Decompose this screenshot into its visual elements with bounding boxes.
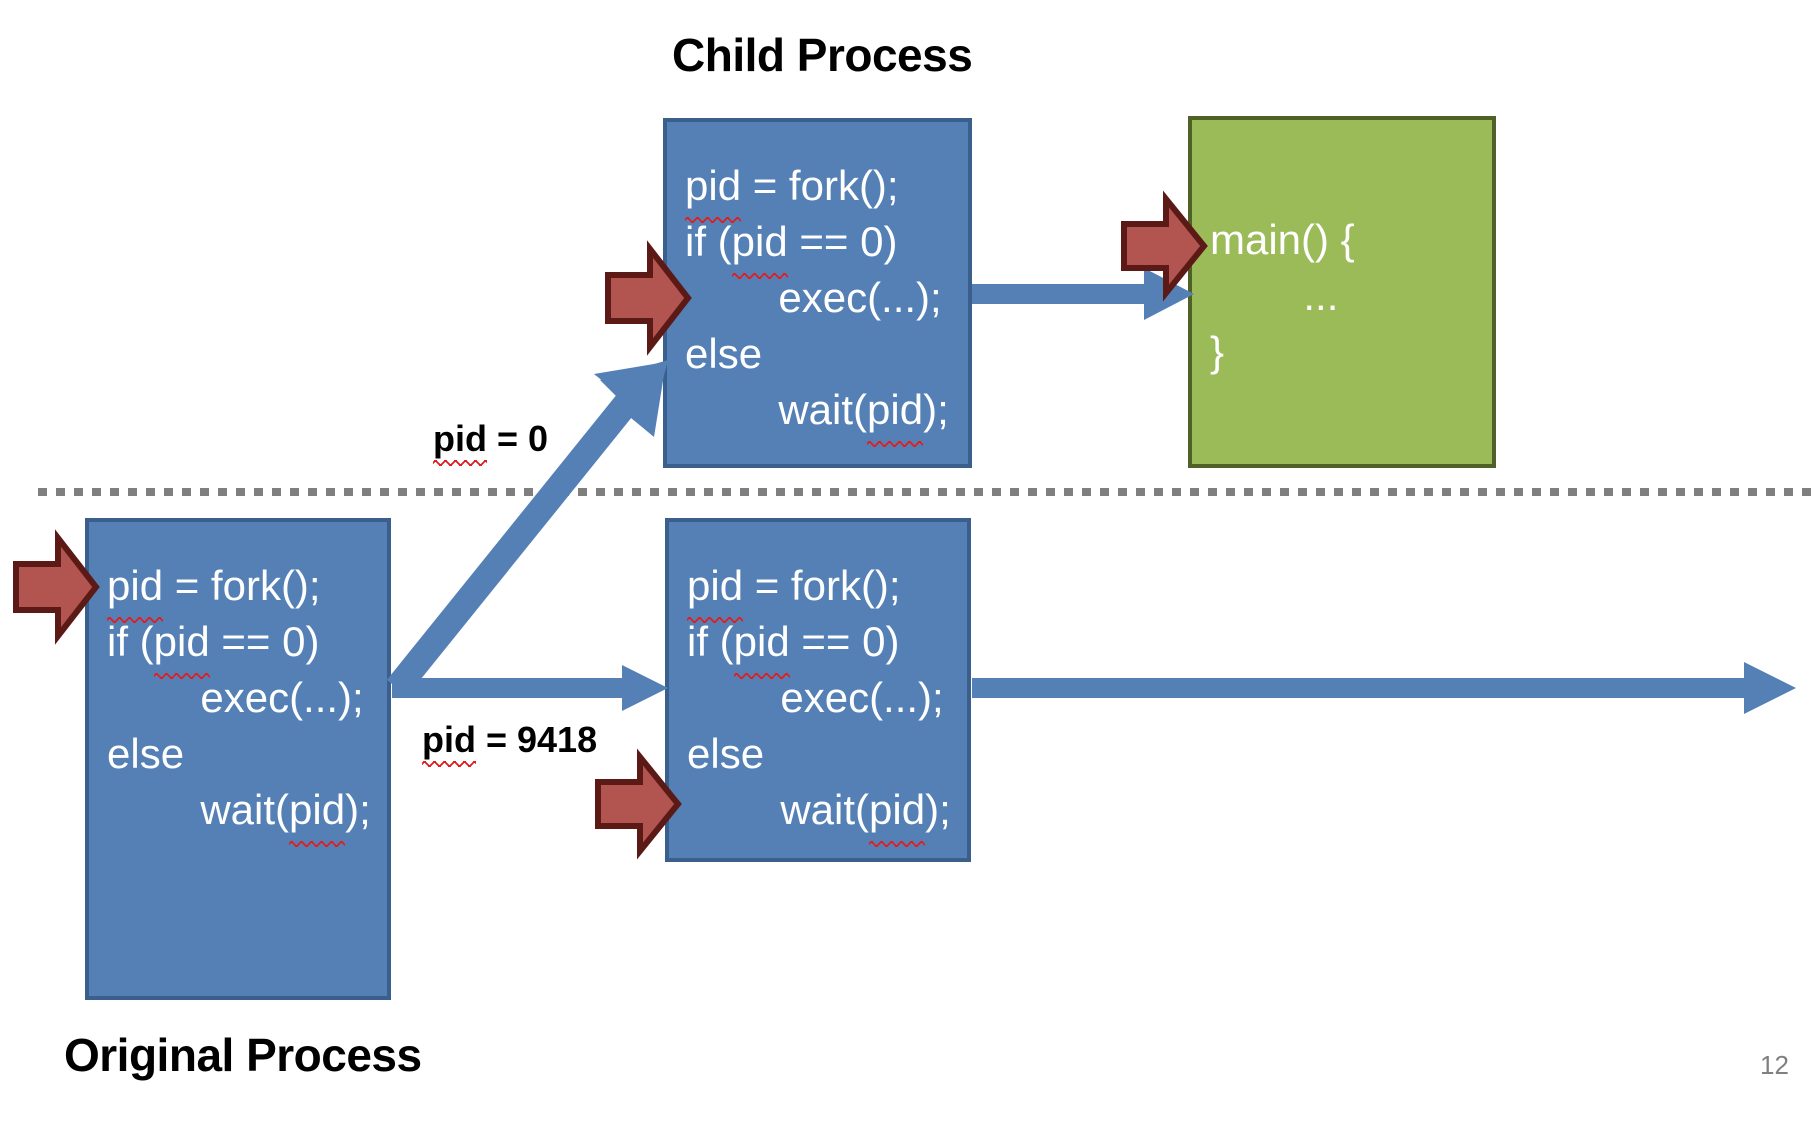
code-line: ... — [1210, 272, 1339, 319]
edge-label-pid-zero: pid = 0 — [433, 418, 549, 466]
code-line: } — [1210, 328, 1225, 375]
edge-label-pid-number: pid = 9418 — [422, 719, 598, 767]
spellcheck-word-pid: pid — [422, 719, 476, 767]
code-line: wait(pid); — [685, 382, 949, 447]
spellcheck-word-pid: pid — [685, 158, 742, 223]
code-line: exec(...); — [687, 674, 944, 721]
code-line: if (pid == 0) — [685, 214, 949, 279]
code-box-exec-program-lines: main() { ...} — [1210, 212, 1355, 380]
code-line: wait(pid); — [107, 782, 371, 847]
spellcheck-word-pid: pid — [869, 782, 926, 847]
spellcheck-word-pid: pid — [867, 382, 924, 447]
code-line: pid = fork(); — [107, 558, 371, 623]
code-line: if (pid == 0) — [687, 614, 951, 679]
code-line: pid = fork(); — [685, 158, 949, 223]
spellcheck-word-pid: pid — [687, 558, 744, 623]
code-line: pid = fork(); — [687, 558, 951, 623]
process-boundary-divider — [38, 488, 1812, 496]
instruction-pointer-parent-fork-icon — [13, 529, 100, 645]
edge-label-text: = 0 — [486, 418, 549, 459]
spellcheck-word-pid: pid — [289, 782, 346, 847]
flow-fork-to-child-arrow — [386, 360, 668, 697]
flow-fork-to-parent-arrow — [392, 665, 668, 711]
spellcheck-word-pid: pid — [731, 214, 788, 279]
flow-parent-continues-arrow — [972, 662, 1796, 714]
code-line: if (pid == 0) — [107, 614, 371, 679]
code-line: else — [107, 730, 185, 777]
code-line: wait(pid); — [687, 782, 951, 847]
code-line: exec(...); — [107, 674, 364, 721]
code-box-original-process: pid = fork();if (pid == 0) exec(...); els… — [85, 518, 391, 1000]
code-box-original-process-after-fork-lines: pid = fork();if (pid == 0) exec(...); els… — [687, 558, 951, 847]
code-box-exec-program: main() { ...} — [1188, 116, 1496, 468]
edge-label-text: = 9418 — [475, 719, 598, 760]
spellcheck-word-pid: pid — [153, 614, 210, 679]
code-line: main() { — [1210, 216, 1355, 263]
code-box-child-process: pid = fork();if (pid == 0) exec(...); els… — [663, 118, 972, 468]
code-box-child-process-lines: pid = fork();if (pid == 0) exec(...); els… — [685, 158, 949, 447]
label-original-process: Original Process — [64, 1029, 422, 1081]
code-line: exec(...); — [685, 274, 942, 321]
page-title-child-process: Child Process — [672, 29, 973, 81]
page-number: 12 — [1760, 1050, 1789, 1080]
code-box-original-process-lines: pid = fork();if (pid == 0) exec(...); els… — [107, 558, 371, 847]
spellcheck-word-pid: pid — [733, 614, 790, 679]
code-line: else — [687, 730, 765, 777]
code-box-original-process-after-fork: pid = fork();if (pid == 0) exec(...); els… — [665, 518, 971, 862]
spellcheck-word-pid: pid — [433, 418, 487, 466]
code-line: else — [685, 330, 763, 377]
flow-child-to-exec-arrow — [972, 268, 1194, 320]
spellcheck-word-pid: pid — [107, 558, 164, 623]
